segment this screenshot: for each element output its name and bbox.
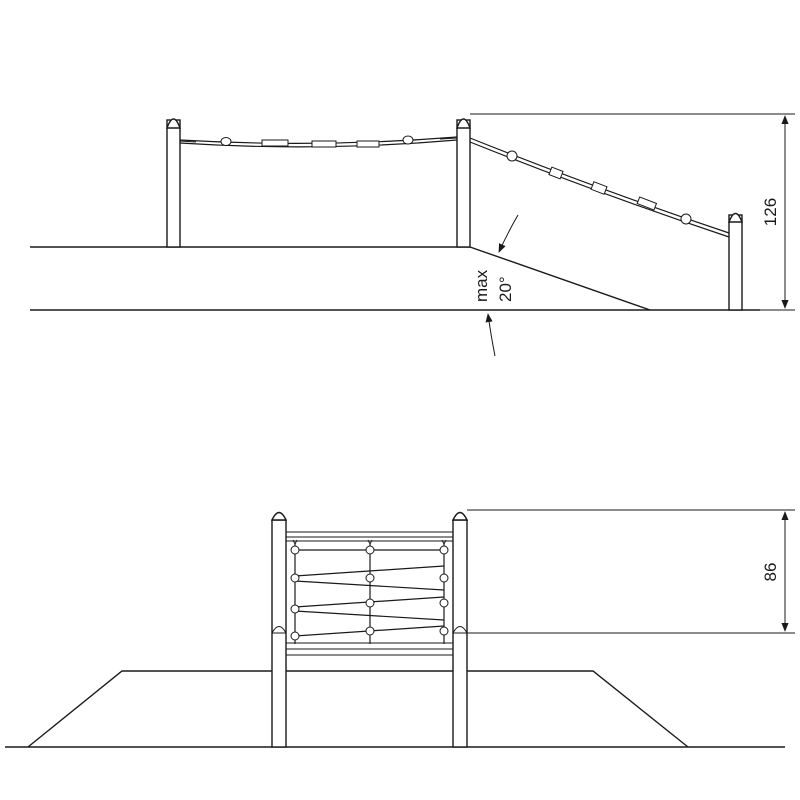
climbing-net — [290, 539, 449, 644]
middle-post — [456, 118, 471, 248]
ground-slope-line — [469, 246, 651, 311]
side-view: 126 max 20° — [30, 113, 795, 357]
left-post — [166, 118, 181, 248]
angle-label-max: max — [472, 269, 491, 302]
side-height-dimension: 126 — [470, 113, 795, 311]
angle-indicator: max 20° — [472, 214, 519, 357]
angle-label-degrees: 20° — [496, 276, 515, 302]
platform-trapezoid — [27, 670, 689, 748]
front-left-post — [270, 511, 288, 748]
rope-bridge-flat — [179, 135, 458, 148]
side-height-label: 126 — [761, 198, 780, 226]
front-right-post — [451, 511, 469, 748]
front-view: 86 — [5, 509, 795, 748]
front-height-dimension: 86 — [467, 509, 795, 634]
rope-bridge-sloped — [469, 137, 730, 238]
right-post — [727, 212, 744, 311]
front-height-label: 86 — [761, 563, 780, 582]
